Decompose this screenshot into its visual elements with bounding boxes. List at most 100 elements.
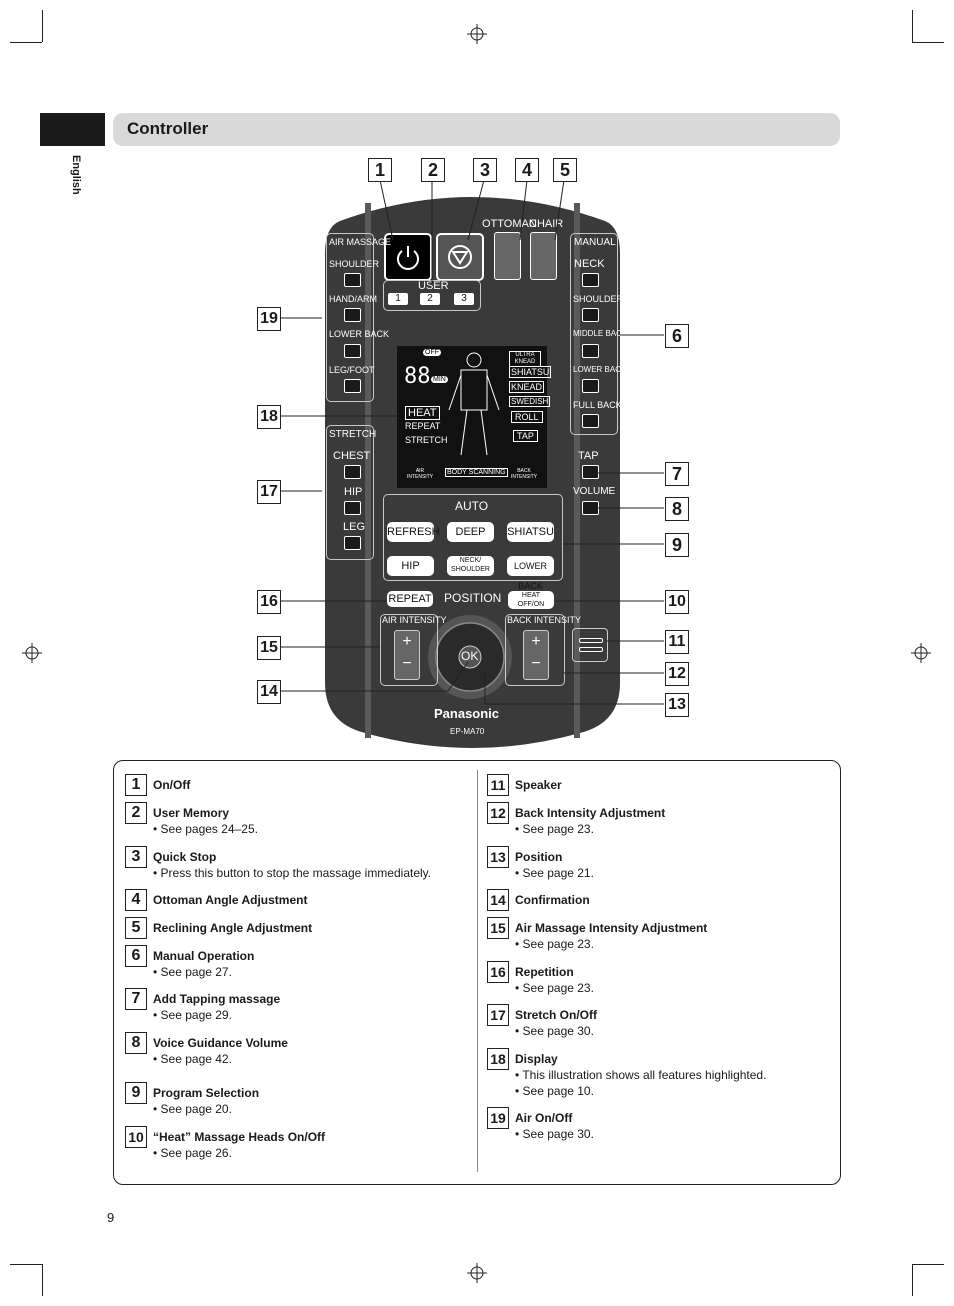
display-mode-tap: TAP [513, 430, 538, 442]
callout-10: 10 [665, 590, 689, 614]
display-air-intensity: AIR INTENSITY [406, 468, 434, 480]
display-mode-swedish: SWEDISH [509, 396, 551, 407]
lcd-display: OFF 88 MIN HEAT REPEAT STRETCH ULTRA KNE… [397, 346, 552, 488]
air-intensity-panel [380, 614, 438, 686]
legend-number: 9 [125, 1082, 147, 1104]
back-intensity-label: BACK INTENSITY [507, 615, 582, 625]
auto-hip-button[interactable]: HIP [387, 556, 434, 576]
user-3-button[interactable]: 3 [454, 293, 474, 305]
callout-9: 9 [665, 533, 689, 557]
auto-lower-back-button[interactable]: LOWER BACK [507, 556, 554, 591]
auto-deep-button[interactable]: DEEP [447, 522, 494, 542]
crop-mark [912, 42, 944, 43]
legend-title: Manual Operation [153, 949, 255, 963]
legend-item: 10“Heat” Massage Heads On/Off• See page … [125, 1126, 465, 1166]
legend-number: 7 [125, 988, 147, 1010]
callout-2: 2 [421, 158, 445, 182]
user-2-button[interactable]: 2 [420, 293, 440, 305]
manual-lower-back-label: LOWER BACK [573, 365, 627, 374]
manual-neck-button[interactable] [582, 273, 599, 287]
legend-note: • This illustration shows all features h… [515, 1068, 767, 1082]
stretch-leg-button[interactable] [344, 536, 361, 550]
ottoman-label: OTTOMAN [482, 218, 537, 230]
legend-number: 16 [487, 961, 509, 983]
auto-shiatsu-button[interactable]: SHIATSU [507, 522, 554, 542]
air-intensity-control[interactable]: +− [394, 630, 420, 680]
registration-mark-icon [22, 643, 42, 663]
chair-button[interactable] [530, 232, 557, 280]
callout-17: 17 [257, 480, 281, 504]
stretch-chest-label: CHEST [333, 450, 371, 462]
manual-full-back-button[interactable] [582, 414, 599, 428]
tap-button[interactable] [582, 465, 599, 479]
manual-shoulder-button[interactable] [582, 308, 599, 322]
heat-button[interactable]: HEAT OFF/ON [508, 591, 554, 609]
legend-note: • See page 23. [515, 822, 594, 836]
manual-panel [570, 233, 618, 435]
stretch-chest-button[interactable] [344, 465, 361, 479]
air-lower-back-label: LOWER BACK [329, 329, 390, 339]
air-leg-foot-label: LEG/FOOT [329, 365, 375, 375]
quick-stop-button[interactable] [436, 233, 484, 281]
auto-neck-shoulder-button[interactable]: NECK/ SHOULDER [447, 556, 494, 576]
crop-mark [10, 42, 42, 43]
legend-title: “Heat” Massage Heads On/Off [153, 1130, 326, 1144]
manual-middle-back-button[interactable] [582, 344, 599, 358]
manual-lower-back-button[interactable] [582, 379, 599, 393]
legend-number: 18 [487, 1048, 509, 1070]
legend-note: • See page 26. [153, 1146, 232, 1160]
legend-title: Air Massage Intensity Adjustment [515, 921, 708, 935]
crop-mark [912, 10, 913, 42]
legend-number: 1 [125, 774, 147, 796]
callout-19: 19 [257, 307, 281, 331]
legend-note: • See page 30. [515, 1127, 594, 1141]
legend-note: • See pages 24–25. [153, 822, 258, 836]
ok-button[interactable]: OK [461, 649, 479, 663]
legend-number: 12 [487, 802, 509, 824]
legend-title: Stretch On/Off [515, 1008, 598, 1022]
back-intensity-control[interactable]: +− [523, 630, 549, 680]
auto-refresh-button[interactable]: REFRESH [387, 522, 440, 542]
registration-mark-icon [911, 643, 931, 663]
ottoman-button[interactable] [494, 232, 521, 280]
air-hand-arm-button[interactable] [344, 308, 361, 322]
registration-mark-icon [467, 1263, 487, 1283]
legend-number: 5 [125, 917, 147, 939]
manual-middle-back-label: MIDDLE BACK [573, 329, 628, 338]
body-figure-icon [448, 352, 500, 456]
legend-note: • See page 27. [153, 965, 232, 979]
legend-title: User Memory [153, 806, 230, 820]
stretch-hip-button[interactable] [344, 501, 361, 515]
tap-label: TAP [578, 450, 599, 462]
callout-12: 12 [665, 662, 689, 686]
legend-title: Air On/Off [515, 1111, 573, 1125]
user-1-button[interactable]: 1 [388, 293, 408, 305]
legend-number: 4 [125, 889, 147, 911]
legend-number: 17 [487, 1004, 509, 1026]
air-shoulder-button[interactable] [344, 273, 361, 287]
display-heat: HEAT [405, 406, 440, 420]
legend-number: 15 [487, 917, 509, 939]
legend-note: • See page 20. [153, 1102, 232, 1116]
air-leg-foot-button[interactable] [344, 379, 361, 393]
air-lower-back-button[interactable] [344, 344, 361, 358]
legend-item: 18 Display • This illustration shows all f… [487, 1048, 827, 1098]
legend-title: Voice Guidance Volume [153, 1036, 288, 1050]
title-bar: Controller [113, 113, 840, 146]
position-label: POSITION [444, 591, 502, 605]
legend-title: Display [515, 1052, 558, 1066]
legend-number: 13 [487, 846, 509, 868]
repeat-button[interactable]: REPEAT [387, 591, 433, 607]
registration-mark-icon [467, 24, 487, 44]
auto-panel [383, 494, 563, 581]
display-mode-knead: KNEAD [509, 381, 545, 393]
manual-shoulder-label: SHOULDER [573, 294, 624, 304]
manual-label: MANUAL [574, 237, 616, 248]
